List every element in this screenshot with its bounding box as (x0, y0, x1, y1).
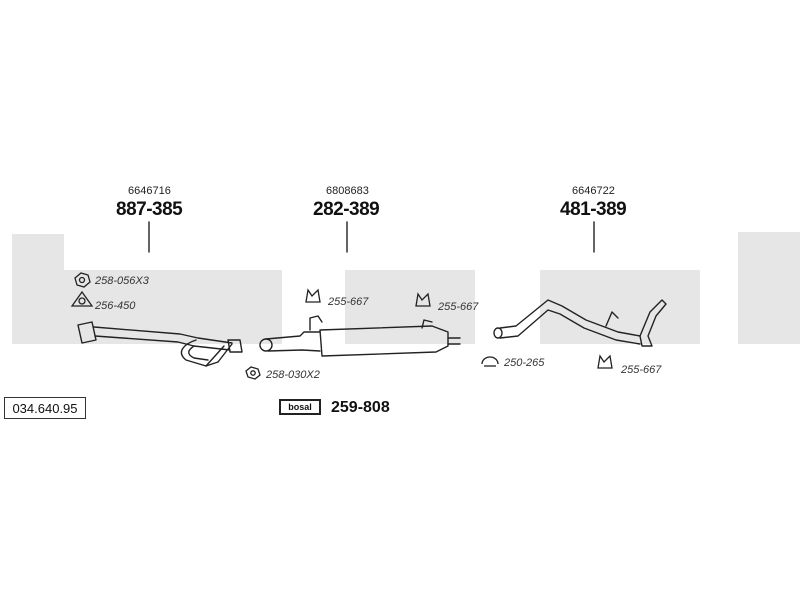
hanger-mid-label: 255-667 (438, 301, 479, 313)
part-number-rear: 481-389 (560, 199, 627, 220)
kit-number: 259-808 (331, 399, 390, 416)
ring-icon (481, 356, 499, 365)
oem-number-middle: 6808683 (326, 185, 369, 197)
ring-label: 250-265 (504, 357, 545, 369)
hanger-front-icon (305, 288, 321, 303)
nut-icon (74, 272, 91, 288)
oem-number-front: 6646716 (128, 185, 171, 197)
part-number-middle: 282-389 (313, 199, 380, 220)
watermark-letter-o (182, 270, 282, 344)
watermark-letter-b (12, 234, 64, 344)
brand-badge: bosal (279, 399, 321, 415)
gasket-label: 256-450 (95, 300, 136, 312)
front-pipe (77, 321, 243, 367)
oem-number-rear: 6646722 (572, 185, 615, 197)
watermark-letter-l (738, 232, 800, 344)
middle-silencer (259, 315, 461, 357)
hanger-mid-icon (415, 292, 431, 307)
rear-pipe (493, 299, 667, 347)
hanger-rear-icon (597, 354, 613, 369)
hanger-rear-label: 255-667 (621, 364, 662, 376)
clamp-nut-icon (245, 366, 261, 380)
nut-label: 258-056X3 (95, 275, 149, 287)
clamp-nut-label: 258-030X2 (266, 369, 320, 381)
catalog-number-box: 034.640.95 (4, 397, 86, 419)
gasket-icon (70, 290, 94, 307)
part-number-front: 887-385 (116, 199, 183, 220)
watermark-letter-s (345, 270, 475, 344)
hanger-front-label: 255-667 (328, 296, 369, 308)
